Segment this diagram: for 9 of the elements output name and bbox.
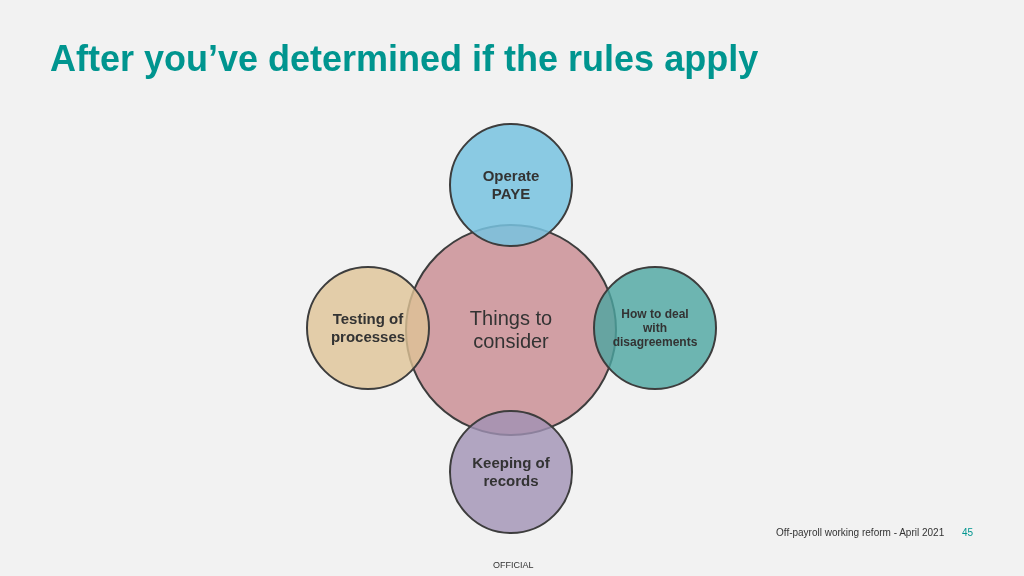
topic-label: Testing of processes bbox=[329, 310, 407, 346]
page-number: 45 bbox=[962, 527, 974, 538]
topic-label: Keeping of records bbox=[471, 454, 551, 490]
central-label: Things to consider bbox=[468, 307, 554, 353]
classification-label: OFFICIAL bbox=[493, 560, 534, 570]
slide-title: After you’ve determined if the rules apply bbox=[50, 38, 759, 80]
topic-label: Operate PAYE bbox=[481, 167, 541, 203]
topic-label: How to deal with disagreements bbox=[612, 306, 698, 349]
footer-text: Off-payroll working reform - April 2021 bbox=[776, 527, 945, 538]
